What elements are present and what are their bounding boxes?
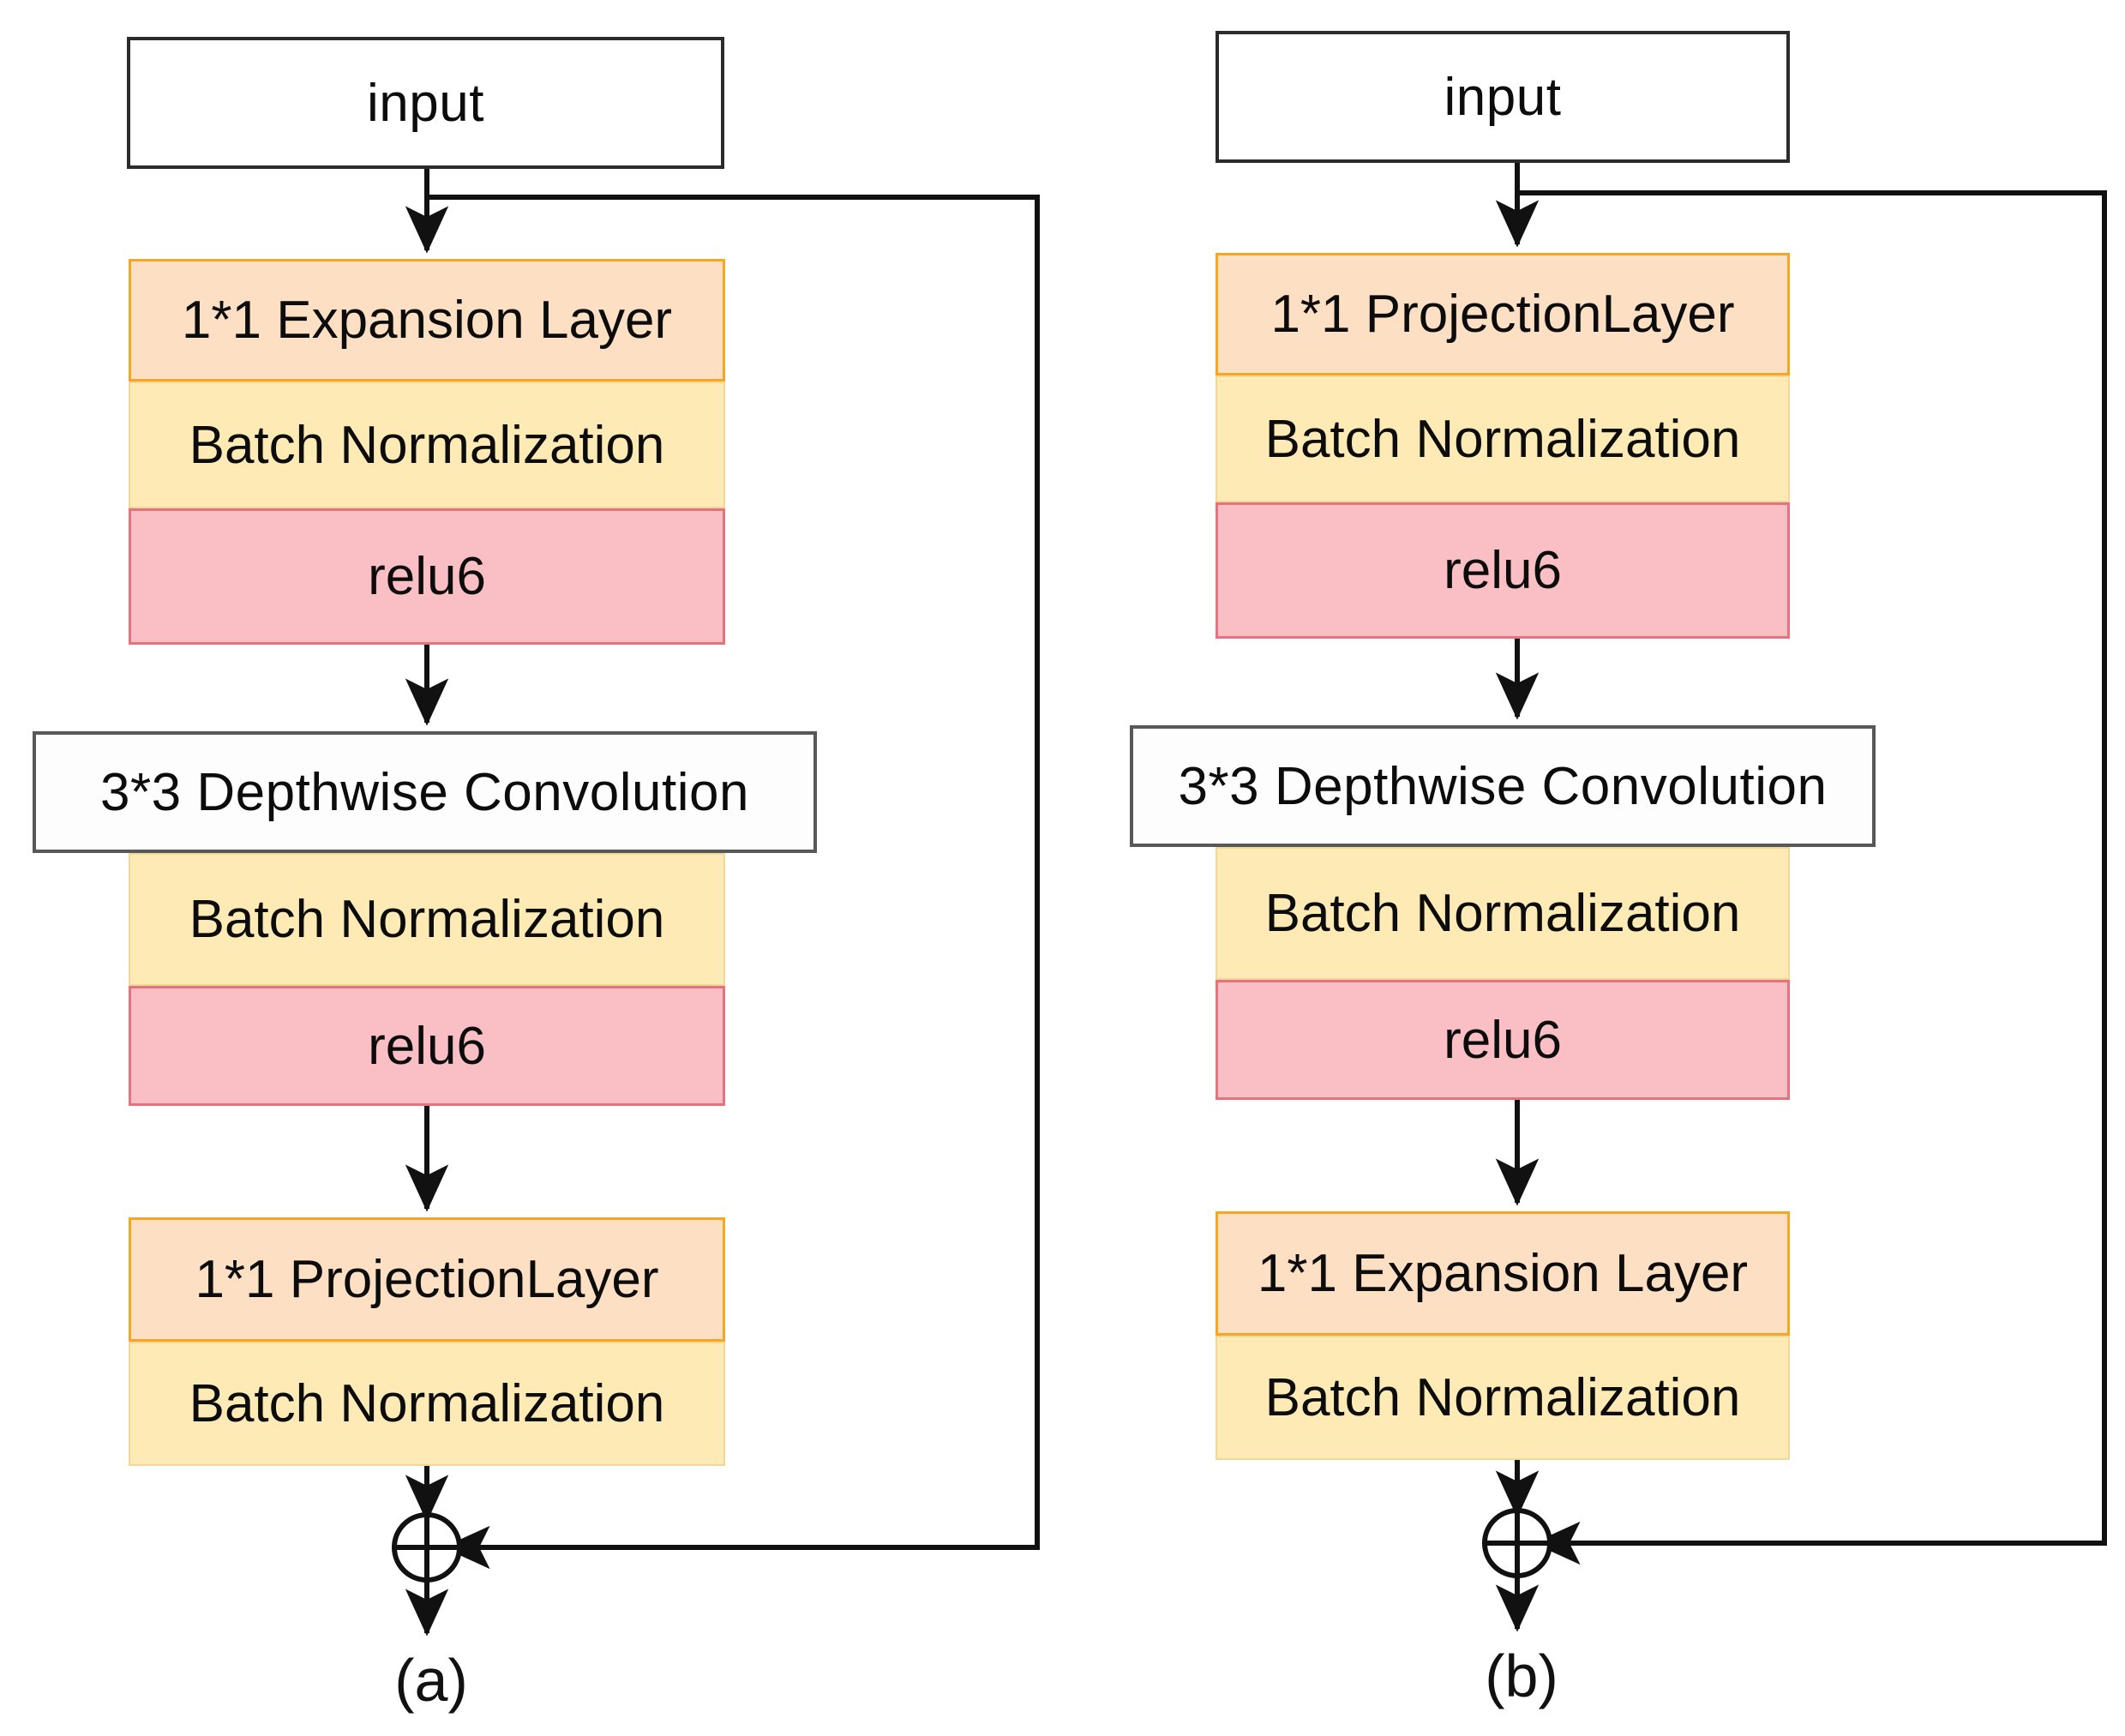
caption-b: (b) <box>1485 1643 1558 1709</box>
input-box-b: input <box>1216 31 1790 163</box>
block-a-expansion-layer: 1*1 Expansion Layer <box>129 259 725 381</box>
block-a-relu6-2: relu6 <box>129 986 725 1106</box>
block-a-batchnorm-1: Batch Normalization <box>129 381 725 508</box>
caption-a: (a) <box>394 1647 468 1714</box>
block-a-depthwise-convolution: 3*3 Depthwise Convolution <box>33 731 817 853</box>
block-b-batchnorm-3: Batch Normalization <box>1216 1336 1790 1460</box>
block-b-batchnorm-2: Batch Normalization <box>1216 847 1790 980</box>
block-b-batchnorm-1: Batch Normalization <box>1216 375 1790 502</box>
block-b-relu6-2: relu6 <box>1216 980 1790 1100</box>
block-a-batchnorm-2: Batch Normalization <box>129 853 725 986</box>
block-a-relu6-1: relu6 <box>129 508 725 645</box>
block-a-projection-layer: 1*1 ProjectionLayer <box>129 1217 725 1342</box>
sum-operator-a <box>392 1512 462 1583</box>
block-b-expansion-layer: 1*1 Expansion Layer <box>1216 1211 1790 1336</box>
sum-operator-b <box>1482 1508 1552 1578</box>
input-box-a: input <box>127 37 724 169</box>
block-a-batchnorm-3: Batch Normalization <box>129 1342 725 1466</box>
block-b-depthwise-convolution: 3*3 Depthwise Convolution <box>1130 725 1876 847</box>
block-b-relu6-1: relu6 <box>1216 502 1790 639</box>
block-b-projection-layer: 1*1 ProjectionLayer <box>1216 253 1790 375</box>
